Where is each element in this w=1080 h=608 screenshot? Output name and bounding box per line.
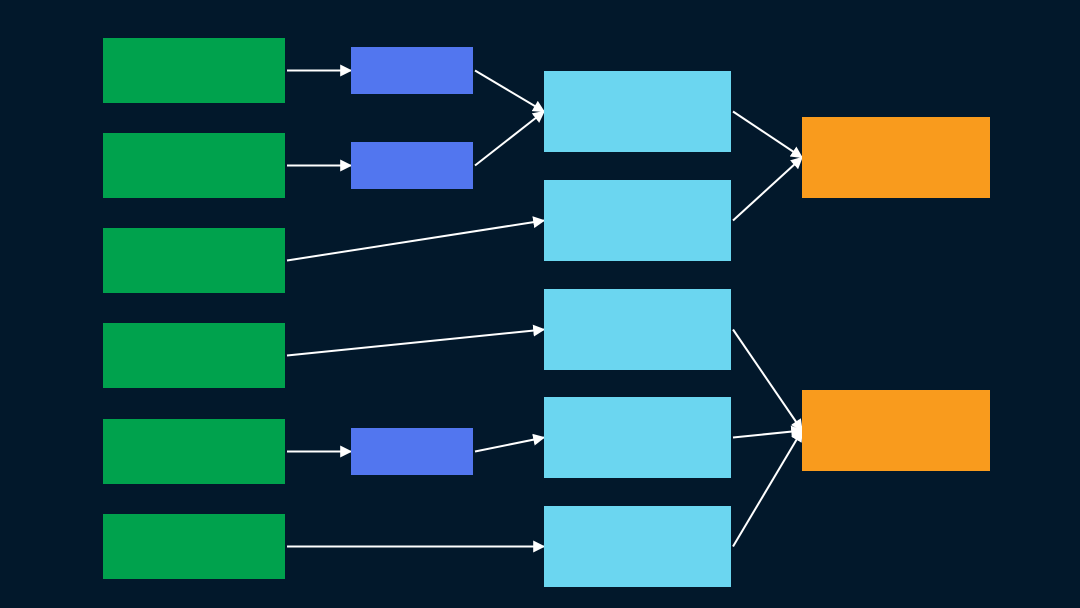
edge-p1-to-o1 <box>732 110 803 159</box>
edge-p4-to-o2 <box>732 425 804 439</box>
source-box-s1 <box>103 38 285 103</box>
source-box-s2 <box>103 133 285 198</box>
edge-i1-to-p1 <box>474 69 546 113</box>
edge-p2-to-o1 <box>732 156 803 222</box>
edge-s4-to-p3 <box>286 324 546 357</box>
edges-layer <box>286 64 804 553</box>
intermediate-box-i1 <box>351 47 473 94</box>
source-box-s5 <box>103 419 285 484</box>
edge-p3-to-o2 <box>732 328 803 432</box>
edge-p6-to-o2 <box>732 429 803 548</box>
nodes-layer <box>103 38 990 587</box>
process-box-p1 <box>544 71 731 152</box>
edge-i3-to-p4 <box>474 433 546 453</box>
process-box-p4 <box>544 397 731 478</box>
process-box-p2 <box>544 180 731 261</box>
edge-i2-to-p1 <box>474 110 545 167</box>
source-box-s3 <box>103 228 285 293</box>
output-box-o1 <box>802 117 990 198</box>
process-box-p6 <box>544 506 731 587</box>
edge-s3-to-p2 <box>286 216 546 262</box>
output-box-o2 <box>802 390 990 471</box>
intermediate-box-i2 <box>351 142 473 189</box>
source-box-s6 <box>103 514 285 579</box>
source-box-s4 <box>103 323 285 388</box>
intermediate-box-i3 <box>351 428 473 475</box>
process-box-p3 <box>544 289 731 370</box>
